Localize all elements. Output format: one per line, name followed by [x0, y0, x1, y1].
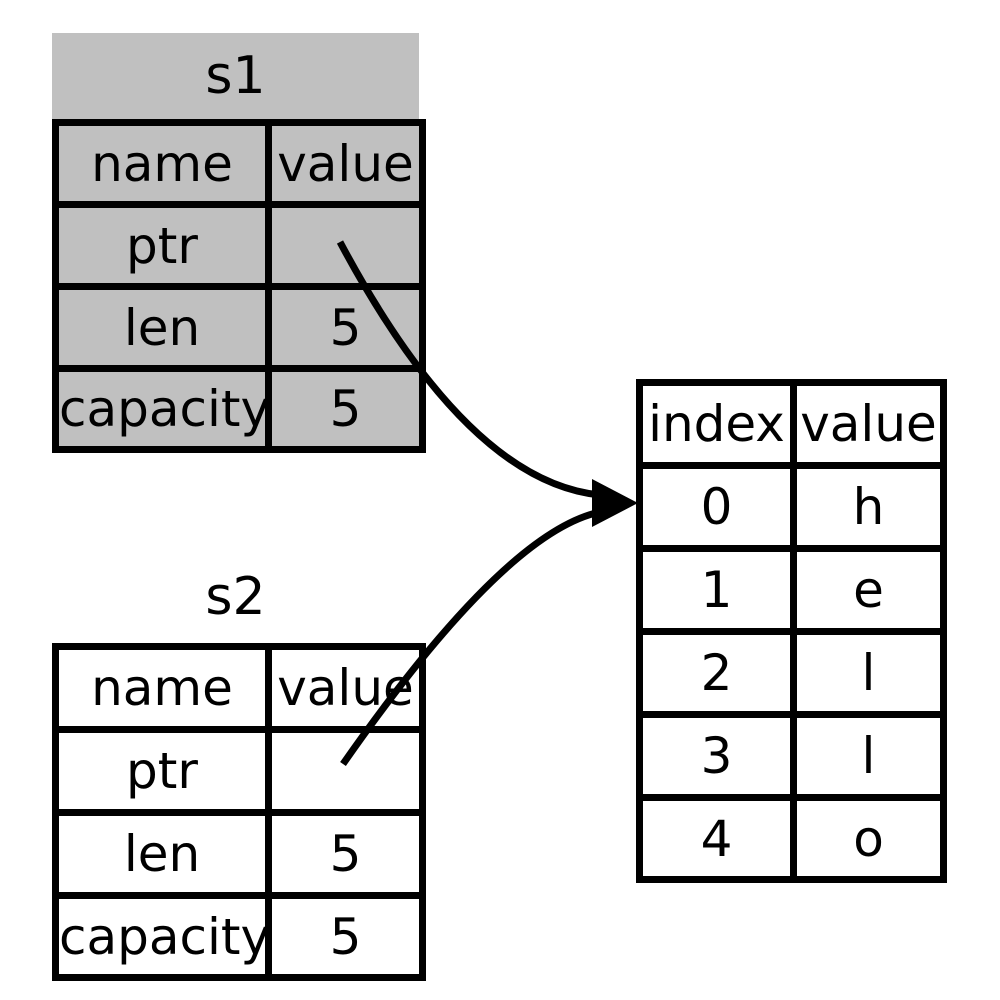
heap-row-4: 4 o: [636, 794, 947, 883]
heap-index-2: 2: [636, 628, 797, 718]
heap-value-0: h: [790, 462, 947, 552]
s1-header-row: name value: [52, 119, 426, 208]
s2-len-value: 5: [265, 809, 426, 899]
heap-value-1: e: [790, 545, 947, 635]
s2-header-name: name: [52, 643, 272, 733]
s1-ptr-value: [265, 201, 426, 290]
heap-value-4: o: [790, 794, 947, 883]
s2-capacity-value: 5: [265, 892, 426, 981]
heap-value-3: l: [790, 711, 947, 801]
s1-title-band: s1: [52, 33, 419, 119]
s1-row-len: len 5: [52, 283, 426, 372]
heap-index-3: 3: [636, 711, 797, 801]
heap-row-3: 3 l: [636, 711, 947, 801]
s2-capacity-label: capacity: [52, 892, 272, 981]
s2-ptr-value: [265, 726, 426, 816]
heap-index-0: 0: [636, 462, 797, 552]
heap-header-row: index value: [636, 379, 947, 469]
s2-header-value: value: [265, 643, 426, 733]
s1-header-name: name: [52, 119, 272, 208]
heap-value-2: l: [790, 628, 947, 718]
s1-title: s1: [205, 46, 266, 106]
arrow-head-icon: [592, 479, 638, 527]
s1-header-value: value: [265, 119, 426, 208]
heap-header-index: index: [636, 379, 797, 469]
heap-table: index value 0 h 1 e 2 l 3 l 4 o: [636, 379, 947, 883]
s1-len-label: len: [52, 283, 272, 372]
heap-index-4: 4: [636, 794, 797, 883]
s2-len-label: len: [52, 809, 272, 899]
s2-row-ptr: ptr: [52, 726, 426, 816]
s2-table: name value ptr len 5 capacity 5: [52, 643, 426, 981]
heap-row-2: 2 l: [636, 628, 947, 718]
s1-ptr-label: ptr: [52, 201, 272, 290]
s1-row-ptr: ptr: [52, 201, 426, 290]
s1-capacity-label: capacity: [52, 365, 272, 453]
heap-index-1: 1: [636, 545, 797, 635]
s2-ptr-label: ptr: [52, 726, 272, 816]
s2-header-row: name value: [52, 643, 426, 733]
s2-row-capacity: capacity 5: [52, 892, 426, 981]
s2-title: s2: [205, 567, 266, 627]
heap-row-1: 1 e: [636, 545, 947, 635]
s1-capacity-value: 5: [265, 365, 426, 453]
s1-table: name value ptr len 5 capacity 5: [52, 119, 426, 453]
heap-header-value: value: [790, 379, 947, 469]
s1-row-capacity: capacity 5: [52, 365, 426, 453]
s2-row-len: len 5: [52, 809, 426, 899]
heap-row-0: 0 h: [636, 462, 947, 552]
s1-len-value: 5: [265, 283, 426, 372]
s2-title-band: s2: [52, 554, 419, 640]
